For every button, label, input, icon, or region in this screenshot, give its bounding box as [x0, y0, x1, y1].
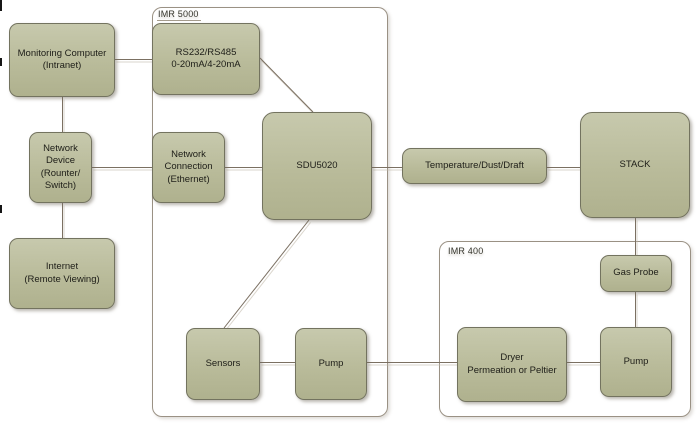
- left-edge-artifact: [0, 58, 2, 66]
- node-gas-probe: Gas Probe: [600, 255, 672, 292]
- node-monitoring-computer: Monitoring Computer (Intranet): [9, 23, 115, 97]
- node-sensors: Sensors: [186, 328, 260, 400]
- container-imr400: [439, 241, 691, 417]
- edge-sdu5020-sensors: [223, 219, 310, 329]
- node-internet: Internet (Remote Viewing): [9, 238, 115, 309]
- left-edge-artifact: [0, 205, 2, 213]
- node-pump-imr400: Pump: [600, 327, 672, 397]
- container-label-imr5000: IMR 5000: [157, 9, 201, 21]
- node-network-connection: Network Connection (Ethernet): [152, 132, 225, 203]
- connector-main: [62, 57, 636, 363]
- node-pump-imr5000: Pump: [295, 328, 367, 400]
- node-stack: STACK: [580, 112, 690, 218]
- node-sdu5020: SDU5020: [262, 112, 372, 220]
- node-network-device: Network Device (Rounter/ Switch): [29, 132, 92, 203]
- node-dryer: Dryer Permeation or Peltier: [457, 327, 567, 402]
- connector-shadows: [63, 60, 638, 366]
- left-edge-artifact: [0, 0, 2, 11]
- container-label-imr400: IMR 400: [448, 246, 484, 256]
- edge-rs232-sdu5020: [259, 57, 314, 113]
- container-imr5000: [152, 7, 388, 417]
- node-temperature-dust-draft: Temperature/Dust/Draft: [402, 148, 547, 184]
- node-rs232-rs485: RS232/RS485 0-20mA/4-20mA: [152, 23, 260, 95]
